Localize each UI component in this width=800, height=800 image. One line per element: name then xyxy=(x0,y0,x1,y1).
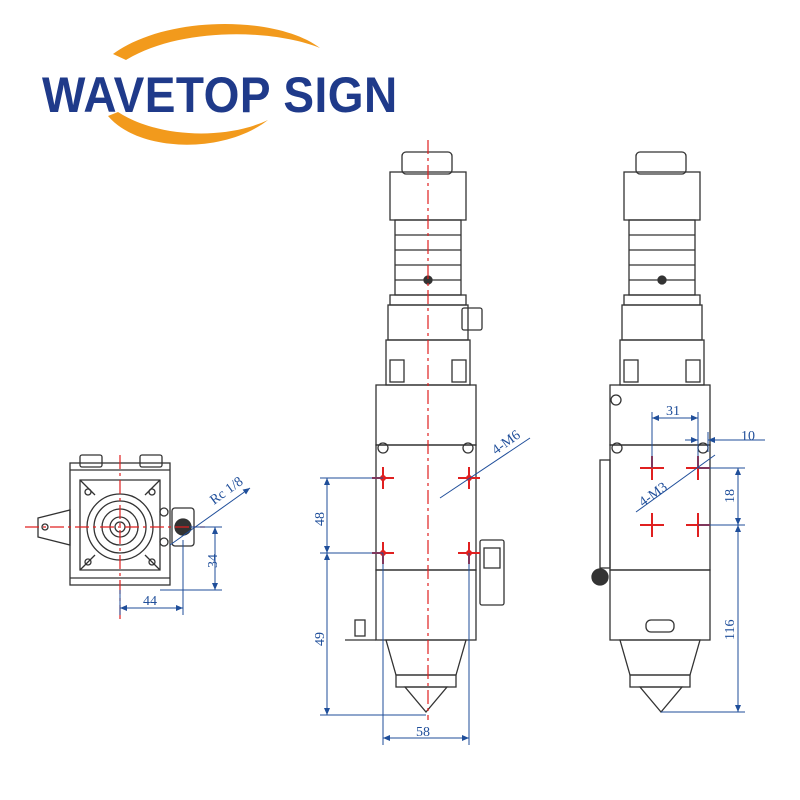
brand-name: WAVETOP SIGN xyxy=(42,67,398,123)
dimension-44: 44 xyxy=(143,594,157,609)
dimension-34: 34 xyxy=(206,554,221,568)
holes-m3-label: 4-M3 xyxy=(637,480,671,510)
dimension-31: 31 xyxy=(666,404,680,419)
dimension-116: 116 xyxy=(723,620,738,640)
dimension-48: 48 xyxy=(313,512,328,526)
dimension-58: 58 xyxy=(416,725,430,740)
dimension-18: 18 xyxy=(723,489,738,503)
top-view xyxy=(37,454,195,586)
side-view-dimensions xyxy=(635,412,765,713)
dimension-10: 10 xyxy=(741,429,755,444)
front-view-dimensions xyxy=(320,437,531,745)
front-view xyxy=(345,151,505,714)
brand-logo: WAVETOP SIGN xyxy=(18,20,397,150)
thread-label: Rc 1/8 xyxy=(208,474,247,508)
logo-swoosh-icon xyxy=(108,23,320,145)
top-view-dimensions xyxy=(119,487,251,615)
dimension-49: 49 xyxy=(313,632,328,646)
side-view xyxy=(591,151,711,714)
